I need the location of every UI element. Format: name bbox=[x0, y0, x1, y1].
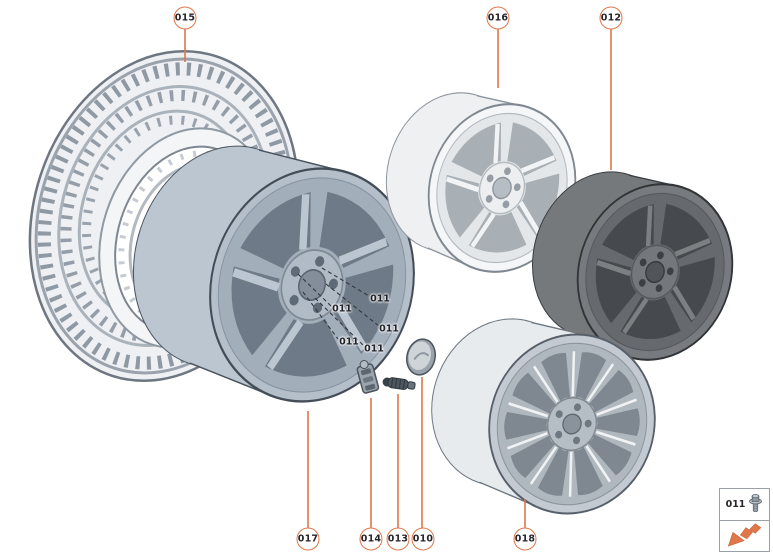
callout-012-label: 012 bbox=[600, 12, 622, 24]
legend-bolt-cell[interactable]: 011 bbox=[720, 489, 769, 521]
direction-of-travel-arrow-icon bbox=[727, 523, 761, 547]
callout-010[interactable]: 010 bbox=[411, 527, 435, 551]
callout-012[interactable]: 012 bbox=[599, 6, 623, 30]
callout-017[interactable]: 017 bbox=[296, 527, 320, 551]
mounted-wheel bbox=[132, 145, 415, 403]
legend-bolt-label: 011 bbox=[725, 498, 746, 510]
bolt-label-011[interactable]: 011 bbox=[379, 323, 399, 335]
callout-leader-lines bbox=[184, 29, 612, 528]
callout-017-label: 017 bbox=[297, 533, 319, 545]
bolt-label-011[interactable]: 011 bbox=[332, 303, 352, 315]
alloy-wheel-silver bbox=[431, 318, 656, 515]
callout-015[interactable]: 015 bbox=[173, 6, 197, 30]
callout-014-label: 014 bbox=[360, 533, 382, 545]
tpms-sensor bbox=[356, 360, 380, 394]
valve-stem bbox=[382, 377, 416, 390]
callout-014[interactable]: 014 bbox=[359, 527, 383, 551]
legend-direction-cell bbox=[720, 521, 769, 552]
bolt-label-011[interactable]: 011 bbox=[364, 343, 384, 355]
callout-013-label: 013 bbox=[387, 533, 409, 545]
callout-016-label: 016 bbox=[487, 12, 509, 24]
legend-box: 011 bbox=[719, 488, 770, 552]
callout-018-label: 018 bbox=[514, 533, 536, 545]
center-cap bbox=[405, 338, 437, 376]
callout-018[interactable]: 018 bbox=[513, 527, 537, 551]
callout-013[interactable]: 013 bbox=[386, 527, 410, 551]
bolt-label-011[interactable]: 011 bbox=[339, 336, 359, 348]
bolt-dashed-leaders bbox=[297, 267, 380, 347]
alloy-wheel-white bbox=[385, 92, 577, 273]
alloy-wheel-dark-gray bbox=[532, 171, 734, 361]
bolt-label-011[interactable]: 011 bbox=[370, 293, 390, 305]
callout-015-label: 015 bbox=[174, 12, 196, 24]
wheel-bolt-icon bbox=[749, 494, 763, 513]
callout-010-label: 010 bbox=[412, 533, 434, 545]
callout-016[interactable]: 016 bbox=[486, 6, 510, 30]
